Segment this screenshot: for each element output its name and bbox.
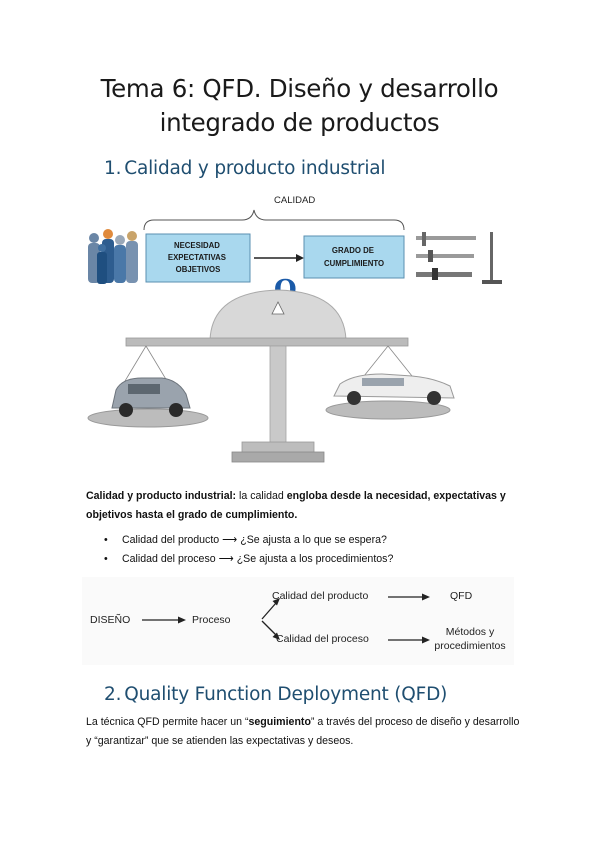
paragraph-text: ” a través del proceso de diseño y desar…	[86, 716, 520, 747]
small-car-icon	[111, 377, 191, 417]
compliance-box	[303, 235, 405, 279]
quality-bullet-list: • Calidad del producto ⟶ ¿Se ajusta a lo …	[104, 531, 393, 569]
svg-text:GRADO DE CUMPLIMIENTO: GRADO DE CUMPLIMIENTO	[324, 246, 384, 268]
luxury-car-icon	[333, 373, 455, 405]
arrow-head	[422, 593, 430, 601]
design-process-flow-diagram: DISEÑO Proceso Calidad del producto Cali…	[82, 577, 514, 665]
grade-line-1: GRADO DE	[332, 246, 374, 255]
qfd-result-label: QFD	[450, 590, 473, 602]
bullet-icon: •	[104, 534, 108, 546]
paragraph-bold-text: engloba desde la necesidad, expectativas…	[86, 490, 506, 521]
methods-label-line-1: Métodos y	[446, 626, 495, 638]
list-item: • Calidad del producto ⟶ ¿Se ajusta a lo …	[104, 531, 393, 550]
scale-pointer	[271, 301, 285, 315]
grade-line-2: CUMPLIMIENTO	[324, 259, 384, 268]
needs-line-1: NECESIDAD	[174, 241, 220, 250]
quality-brace	[143, 209, 405, 231]
bullet-icon: •	[104, 553, 108, 565]
arrow-head	[272, 598, 280, 606]
section-number: 1.	[104, 158, 122, 179]
flow-branch-up	[261, 602, 277, 620]
scale-beam	[125, 337, 409, 347]
page-title: Tema 6: QFD. Diseño y desarrollo integra…	[0, 72, 599, 140]
svg-text:NECESIDAD EXPECTATIVAS: NECESIDAD EXPECTATIVAS OBJETIVOS	[168, 241, 228, 274]
product-quality-label: Calidad del producto	[272, 590, 368, 602]
arrow-head	[422, 636, 430, 644]
paragraph-text: La técnica QFD permite hacer un “	[86, 716, 249, 728]
paragraph-bold-text: seguimiento	[248, 716, 311, 728]
methods-label-line-2: procedimientos	[434, 640, 505, 652]
flow-branch-down	[261, 620, 277, 636]
list-item-text: Calidad del proceso ⟶ ¿Se ajusta a los p…	[122, 553, 394, 565]
section-title: Calidad y producto industrial	[124, 158, 386, 179]
scale-pillar	[269, 345, 287, 447]
diagram-background	[82, 577, 514, 665]
process-quality-label: Calidad del proceso	[276, 633, 369, 645]
scale-foot	[231, 451, 325, 463]
brace-label: CALIDAD	[274, 195, 315, 206]
people-group-icon	[88, 229, 138, 284]
scale-dome	[209, 289, 347, 341]
quality-definition-paragraph: Calidad y producto industrial: la calida…	[86, 487, 516, 525]
right-scale-pan	[325, 400, 451, 420]
paragraph-lead: Calidad y producto industrial:	[86, 490, 237, 502]
paragraph-text: la calidad	[236, 490, 287, 502]
section-heading-2: 2.Quality Function Deployment (QFD)	[104, 684, 447, 705]
needs-line-2: EXPECTATIVAS	[168, 253, 226, 262]
left-scale-pan	[87, 408, 209, 428]
section-title: Quality Function Deployment (QFD)	[124, 684, 448, 705]
flow-process-label: Proceso	[192, 614, 231, 626]
title-line-2: integrado de productos	[159, 108, 440, 137]
title-line-1: Tema 6: QFD. Diseño y desarrollo	[100, 74, 499, 103]
needs-box	[145, 233, 251, 283]
qfd-description-paragraph: La técnica QFD permite hacer un “seguimi…	[86, 713, 526, 751]
flow-start-label: DISEÑO	[90, 613, 130, 626]
section-heading-1: 1.Calidad y producto industrial	[104, 158, 386, 179]
list-item-text: Calidad del producto ⟶ ¿Se ajusta a lo q…	[122, 534, 387, 546]
quality-balance-figure: CALIDAD NECESIDAD EXPECTATIVAS OBJETIVOS…	[87, 195, 502, 463]
section-number: 2.	[104, 684, 122, 705]
measuring-tools-icon	[416, 232, 502, 284]
arrow-head	[178, 616, 186, 624]
needs-line-3: OBJETIVOS	[176, 265, 221, 274]
arrow-head	[272, 632, 280, 640]
arrow-head	[296, 254, 304, 262]
list-item: • Calidad del proceso ⟶ ¿Se ajusta a los …	[104, 550, 393, 569]
